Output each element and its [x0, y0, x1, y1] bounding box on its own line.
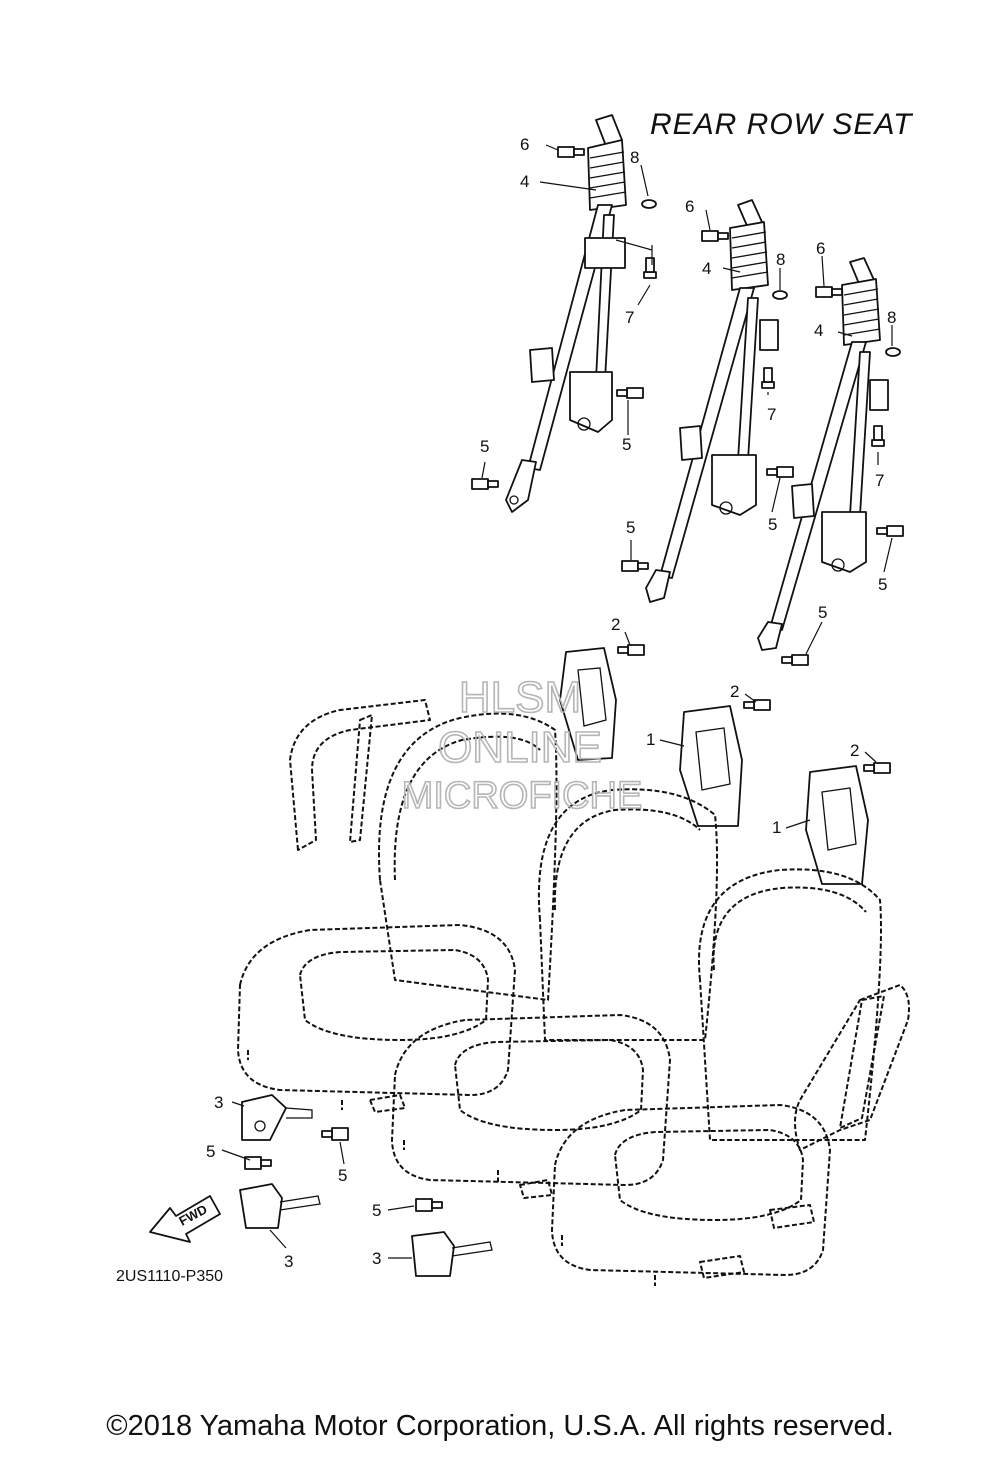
seats: [237, 699, 910, 1286]
callout-3: 3: [284, 1252, 293, 1271]
buckles: [239, 1094, 493, 1277]
callout-5: 5: [622, 435, 631, 454]
diagram-title: REAR ROW SEAT: [650, 108, 914, 141]
seat-belt-middle: [645, 199, 779, 603]
watermark: HLSM ONLINE MICROFICHE: [401, 672, 643, 818]
callout-1: 1: [646, 730, 655, 749]
callout-1: 1: [772, 818, 781, 837]
seat-belt-left: [505, 114, 627, 513]
leader-lines: [221, 144, 893, 1259]
watermark-line-3: MICROFICHE: [402, 775, 643, 817]
forward-arrow-icon: FWD: [149, 1195, 221, 1243]
callout-5: 5: [372, 1201, 381, 1220]
watermark-line-1: HLSM: [459, 673, 581, 722]
callout-2: 2: [611, 615, 620, 634]
callouts: 6 4 8 7 6 4 8 7 6 4 8 7 5 5 5 5 5 5 2 2 …: [206, 135, 896, 1271]
watermark-line-2: ONLINE: [438, 723, 602, 772]
callout-2: 2: [730, 682, 739, 701]
callout-5: 5: [768, 515, 777, 534]
callout-7: 7: [767, 405, 776, 424]
callout-6: 6: [520, 135, 529, 154]
callout-5: 5: [878, 575, 887, 594]
callout-5: 5: [338, 1166, 347, 1185]
callout-5: 5: [818, 603, 827, 622]
callout-7: 7: [625, 308, 634, 327]
callout-6: 6: [685, 197, 694, 216]
callout-8: 8: [887, 308, 896, 327]
callout-3: 3: [214, 1093, 223, 1112]
callout-8: 8: [630, 148, 639, 167]
callout-8: 8: [776, 250, 785, 269]
hardware: [244, 146, 904, 1212]
callout-5: 5: [480, 437, 489, 456]
callout-5: 5: [626, 518, 635, 537]
headrests: [559, 647, 869, 885]
diagram-code: 2US1110-P350: [116, 1268, 223, 1285]
callout-4: 4: [702, 259, 711, 278]
callout-4: 4: [814, 321, 823, 340]
callout-5: 5: [206, 1142, 215, 1161]
callout-6: 6: [816, 239, 825, 258]
callout-2: 2: [850, 741, 859, 760]
seat-belt-right: [757, 257, 889, 651]
callout-3: 3: [372, 1249, 381, 1268]
callout-4: 4: [520, 172, 529, 191]
copyright-notice: ©2018 Yamaha Motor Corporation, U.S.A. A…: [106, 1410, 894, 1442]
callout-7: 7: [875, 471, 884, 490]
